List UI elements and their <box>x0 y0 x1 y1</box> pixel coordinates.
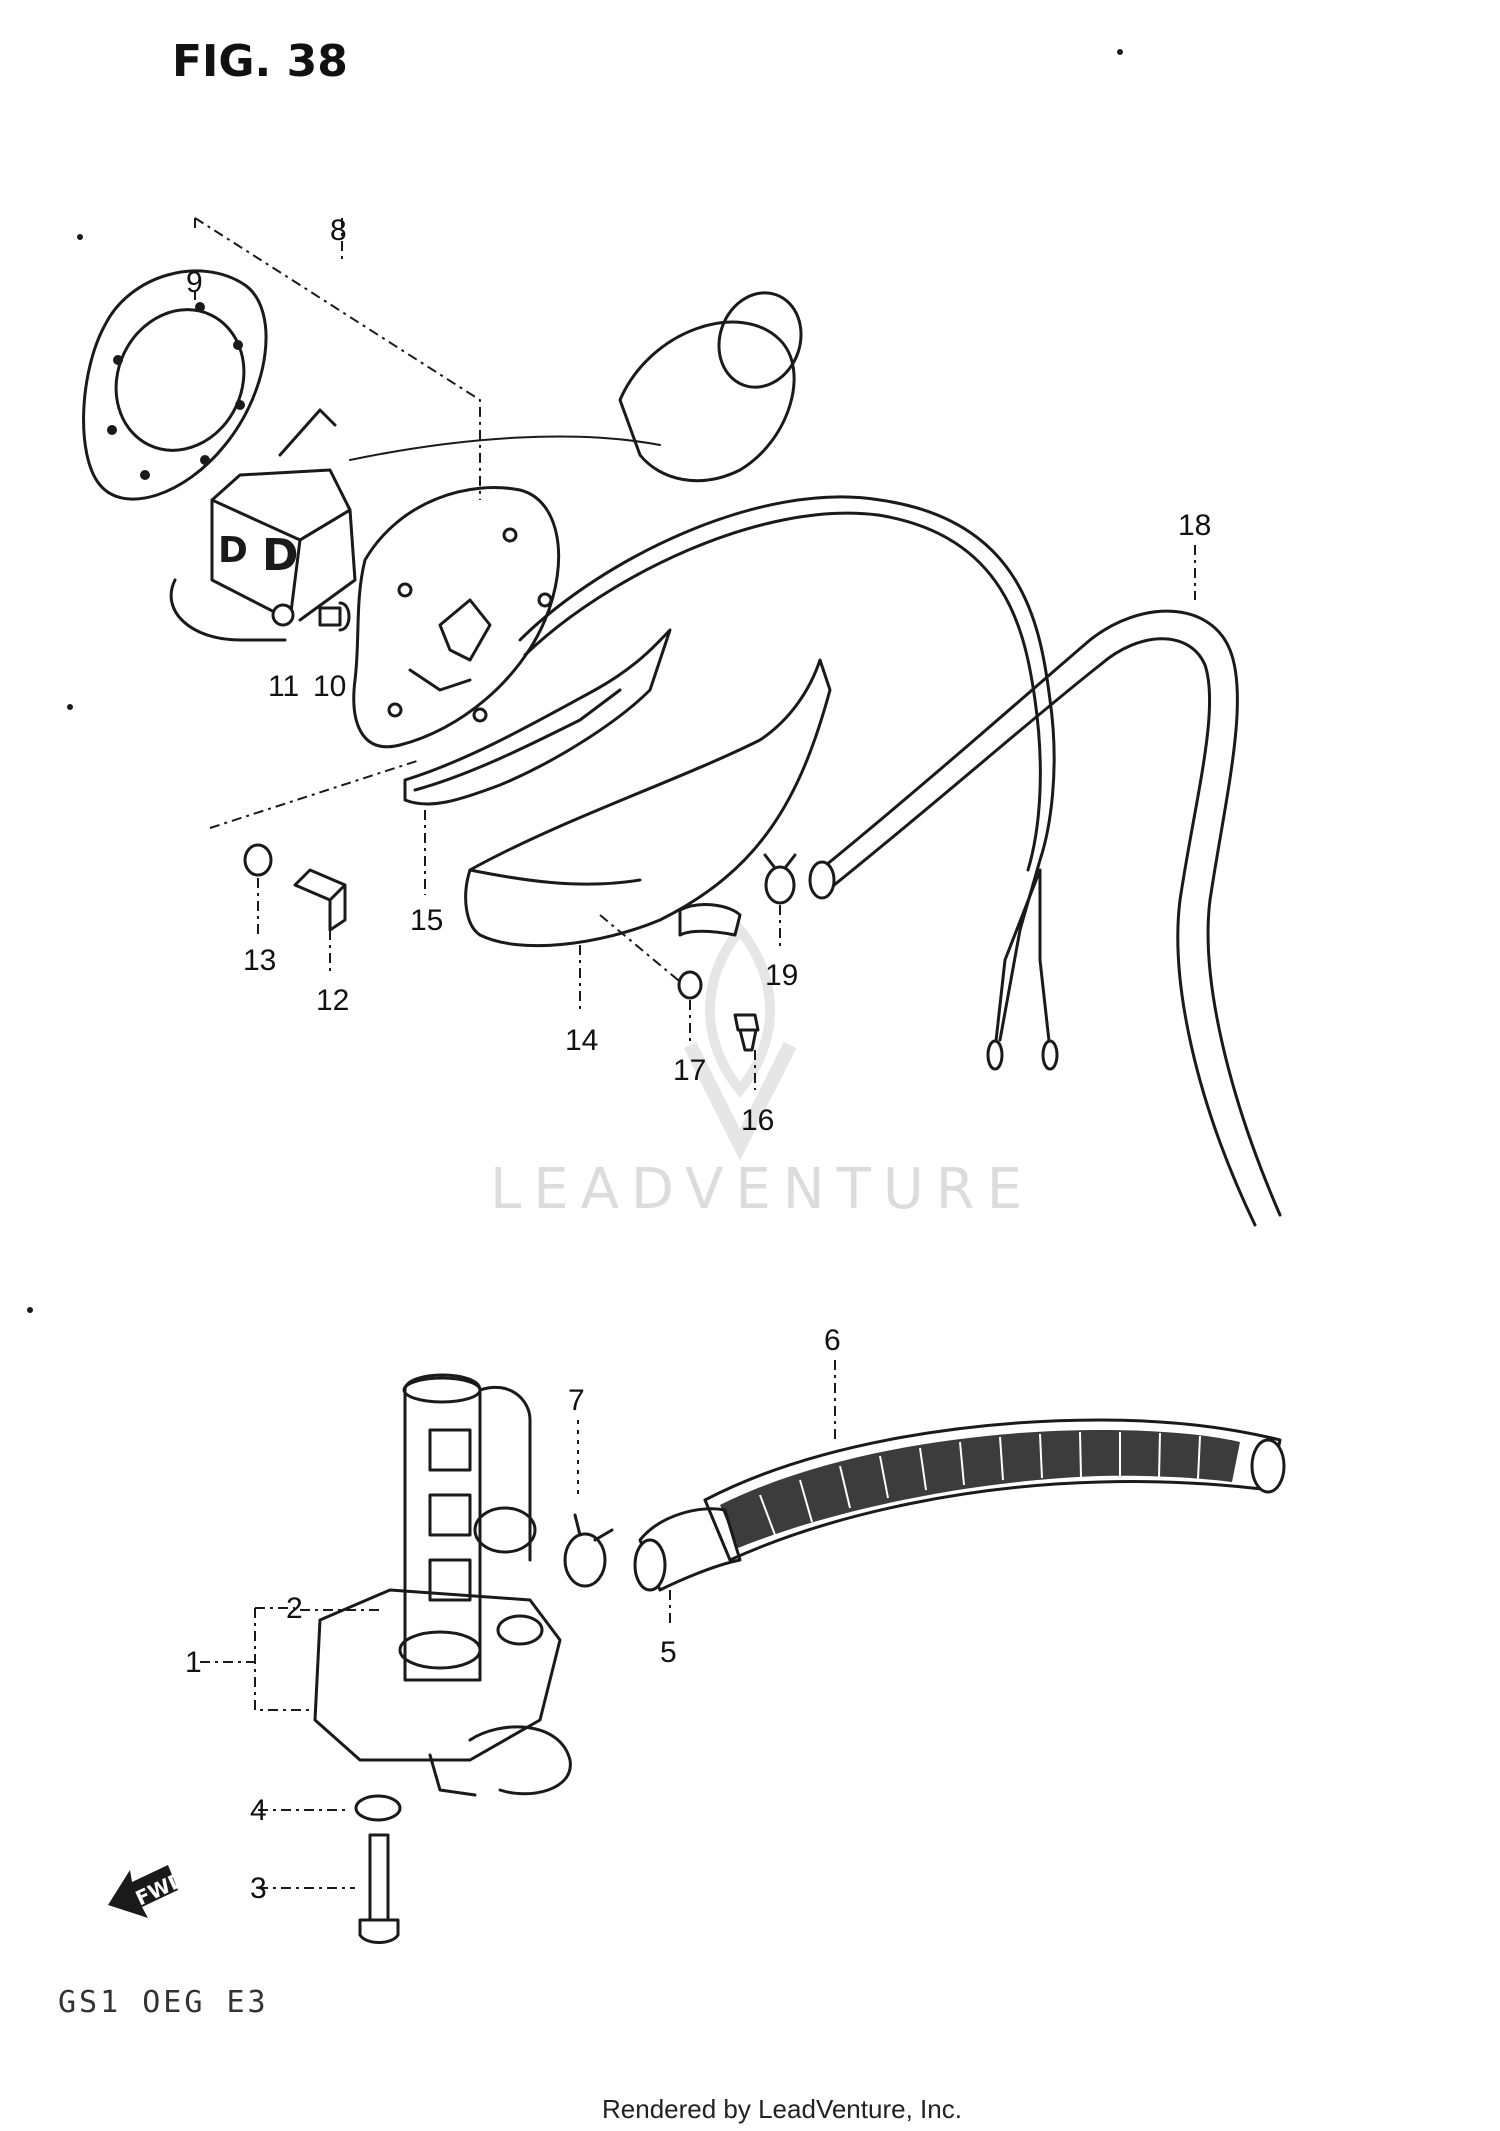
scan-speck <box>77 234 83 240</box>
hose-icon <box>638 1507 742 1592</box>
callout-3: 3 <box>250 1872 267 1905</box>
cushion-inner <box>413 688 622 792</box>
leader-mount-17-16 <box>599 914 691 991</box>
callout-8: 8 <box>330 214 347 247</box>
scan-speck <box>1117 49 1123 55</box>
harness-wire-inner <box>523 511 1042 872</box>
harness-leads <box>993 868 1052 1052</box>
bolt-icon <box>733 1013 760 1052</box>
rendered-by-credit: Rendered by LeadVenture, Inc. <box>602 2094 962 2124</box>
callout-18: 18 <box>1178 509 1211 542</box>
scan-speck <box>67 704 73 710</box>
washer-icon <box>243 843 273 877</box>
fuel-cock-icon <box>313 1373 572 1797</box>
cover-nipple <box>678 903 742 937</box>
leader-1-bracket <box>254 1607 310 1711</box>
hose-end-icon <box>808 860 836 900</box>
figure-title: FIG. 38 <box>172 36 348 87</box>
screw-icon <box>318 601 351 632</box>
protector-icon <box>703 1418 1286 1562</box>
callout-2: 2 <box>286 1592 303 1625</box>
callout-14: 14 <box>565 1024 598 1057</box>
model-code: GS1 OEG E3 <box>58 1985 269 2020</box>
clamp-icon <box>764 865 796 905</box>
callout-7: 7 <box>568 1384 585 1417</box>
watermark-text: LEADVENTURE <box>490 1157 1034 1222</box>
callout-6: 6 <box>824 1324 841 1357</box>
fwd-arrow-icon: FWD <box>108 1865 189 1918</box>
leader-8 <box>194 217 481 500</box>
connector-terminal-icon <box>986 1039 1004 1071</box>
watermark-chevron-icon <box>683 1041 797 1161</box>
gasket-icon <box>82 269 268 501</box>
callout-4: 4 <box>250 1794 267 1827</box>
washer-icon <box>271 603 295 627</box>
washer-icon <box>677 970 703 1000</box>
callout-15: 15 <box>410 904 443 937</box>
fuel-level-gauge-icon: D D <box>169 291 803 642</box>
callout-16: 16 <box>741 1104 774 1137</box>
clamp-tabs <box>763 853 797 870</box>
callout-13: 13 <box>243 944 276 977</box>
callout-1: 1 <box>185 1646 202 1679</box>
callout-11: 11 <box>268 670 299 703</box>
cover-icon <box>464 658 832 948</box>
screw-icon <box>358 1833 400 1944</box>
callout-5: 5 <box>660 1636 677 1669</box>
hose-icon-inner <box>826 637 1257 1227</box>
callout-10: 10 <box>313 670 346 703</box>
washer-icon <box>354 1794 402 1822</box>
callout-19: 19 <box>765 959 798 992</box>
clip-icon <box>563 1532 607 1588</box>
leader-mount-13-12 <box>209 759 421 829</box>
harness-wire <box>518 495 1056 1042</box>
hose-icon <box>818 609 1282 1217</box>
cushion-icon <box>403 628 672 806</box>
callout-17: 17 <box>673 1054 706 1087</box>
connector-terminal-icon <box>1041 1039 1059 1071</box>
callout-12: 12 <box>316 984 349 1017</box>
bolt-icon <box>293 868 347 932</box>
gauge-letter-mark: D <box>262 530 299 581</box>
callout-9: 9 <box>186 266 203 299</box>
watermark: LEADVENTURE <box>490 921 1034 1222</box>
scan-speck <box>27 1307 33 1313</box>
clip-tabs <box>573 1513 614 1542</box>
watermark-flame-icon <box>705 921 775 1099</box>
gauge-letter-mark-2: D <box>218 530 248 571</box>
cover-edge <box>468 868 642 886</box>
mounting-plate-icon <box>352 486 561 749</box>
hose-end-icon <box>633 1538 667 1592</box>
